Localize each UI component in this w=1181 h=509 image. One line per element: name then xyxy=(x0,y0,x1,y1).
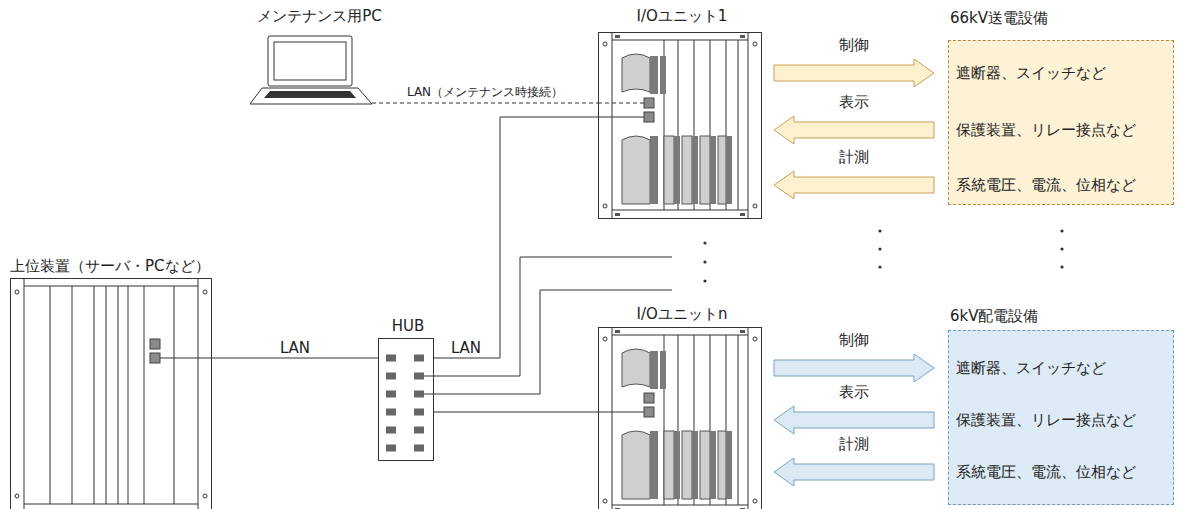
edge-label: LAN xyxy=(280,338,310,358)
node-title: 66kV送電設備 xyxy=(950,8,1048,28)
block-arrow xyxy=(774,116,934,144)
lan-cable xyxy=(372,103,598,104)
laptop-icon xyxy=(250,36,372,104)
node-title: 6kV配電設備 xyxy=(950,306,1039,326)
block-arrow xyxy=(774,171,934,199)
edge-label: 計測 xyxy=(839,434,869,454)
equipment-group: 66kV送電設備遮断器、スイッチなど保護装置、リレー接点など系統電圧、電流、位相… xyxy=(946,6,1176,207)
hub-frame xyxy=(378,338,434,461)
continuation-dots xyxy=(703,229,1063,282)
host-device-frame xyxy=(10,278,212,509)
edge-label: 制御 xyxy=(839,35,869,55)
edge-label: 計測 xyxy=(839,147,869,167)
node-title: HUB xyxy=(374,316,442,336)
server-rack xyxy=(11,278,212,509)
node-item: 保護装置、リレー接点など xyxy=(956,410,1136,430)
io-unit-frame xyxy=(598,32,762,219)
io-unit-frame xyxy=(598,327,762,509)
node-title: I/Oユニット1 xyxy=(598,6,766,26)
edge-label: LAN xyxy=(451,338,481,358)
hub-box xyxy=(379,339,434,461)
node-item: 系統電圧、電流、位相など xyxy=(956,175,1136,195)
edge-label: LAN（メンテナンス時接続） xyxy=(407,84,563,100)
edge-label: 表示 xyxy=(839,92,869,112)
node-title: メンテナンス用PC xyxy=(250,6,389,26)
node-item: 遮断器、スイッチなど xyxy=(956,63,1106,83)
hub: HUB xyxy=(374,316,442,461)
laptop-pc: メンテナンス用PC xyxy=(250,6,389,106)
block-arrow xyxy=(774,458,934,486)
lan-cable xyxy=(212,358,378,359)
io-unit: I/Oユニットn xyxy=(598,302,766,509)
node-item: 保護装置、リレー接点など xyxy=(956,120,1136,140)
node-item: 遮断器、スイッチなど xyxy=(956,358,1106,378)
edge-label: 制御 xyxy=(839,330,869,350)
io-unit: I/Oユニット1 xyxy=(598,4,766,220)
block-arrow xyxy=(774,59,934,87)
node-title: 上位装置（サーバ・PCなど） xyxy=(10,256,210,276)
equipment-group: 6kV配電設備遮断器、スイッチなど保護装置、リレー接点など系統電圧、電流、位相な… xyxy=(946,306,1176,506)
laptop-pc-frame xyxy=(255,36,372,104)
io-rack xyxy=(599,32,762,219)
host-device: 上位装置（サーバ・PCなど） xyxy=(8,254,246,509)
block-arrow xyxy=(774,354,934,382)
node-item: 系統電圧、電流、位相など xyxy=(956,462,1136,482)
lan-wire xyxy=(160,103,672,412)
block-arrow xyxy=(774,406,934,434)
edge-label: 表示 xyxy=(839,382,869,402)
node-title: I/Oユニットn xyxy=(598,304,766,324)
lan-cable xyxy=(434,412,598,413)
lan-cable xyxy=(434,117,598,358)
io-rack xyxy=(599,327,762,509)
